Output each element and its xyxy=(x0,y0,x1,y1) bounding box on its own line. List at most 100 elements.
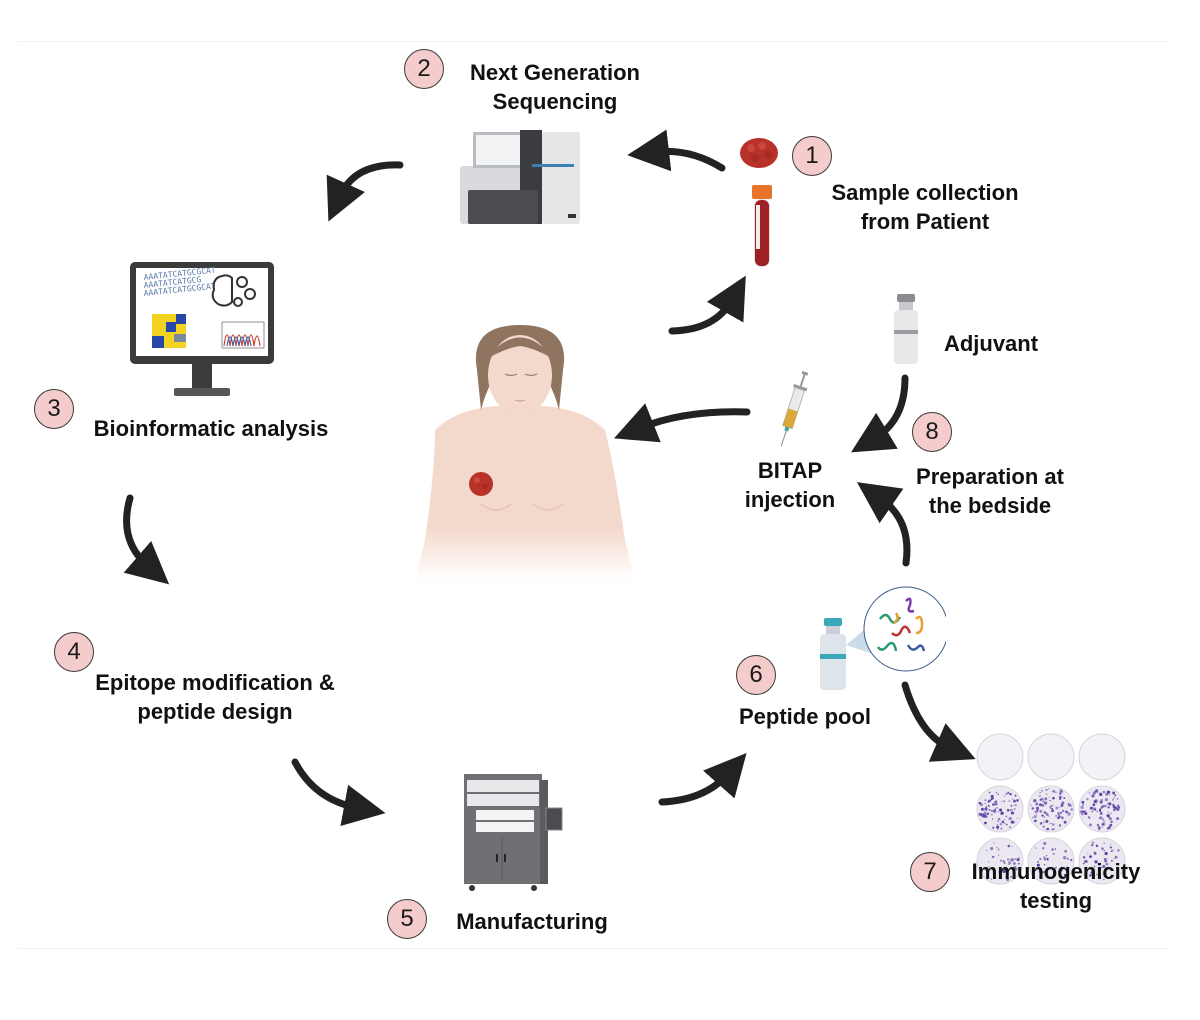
elispot-spot xyxy=(1112,806,1114,808)
elispot-spot xyxy=(1099,808,1101,810)
elispot-spot xyxy=(1082,803,1085,806)
elispot-spot xyxy=(1031,807,1034,810)
elispot-spot xyxy=(1106,803,1109,805)
elispot-spot xyxy=(1051,848,1054,851)
elispot-spot xyxy=(1070,858,1073,862)
elispot-spot xyxy=(1002,867,1006,871)
elispot-spot xyxy=(1003,862,1006,864)
elispot-spot xyxy=(1081,810,1085,813)
elispot-spot xyxy=(1041,814,1044,817)
step-7-label-line-1: Immunogenicity xyxy=(971,859,1141,884)
step-4-label: Epitope modification & peptide design xyxy=(80,668,350,726)
elispot-spot xyxy=(1052,789,1055,793)
elispot-spot xyxy=(1112,803,1115,807)
heatmap-icon xyxy=(152,314,186,348)
elispot-well-plate xyxy=(976,733,1126,887)
elispot-spot xyxy=(984,807,988,811)
elispot-spot xyxy=(1033,815,1037,819)
elispot-spot xyxy=(1066,857,1069,860)
elispot-spot xyxy=(1044,828,1046,830)
elispot-spot xyxy=(1036,860,1039,863)
arrow-5-to-6 xyxy=(658,753,747,806)
adjuvant-vial-icon xyxy=(894,294,918,364)
elispot-spot xyxy=(1067,812,1071,816)
elispot-spot xyxy=(1046,854,1048,857)
elispot-spot xyxy=(999,822,1002,826)
elispot-spot xyxy=(1046,813,1049,817)
elispot-spot xyxy=(978,801,982,805)
step-3-label-line-1: Bioinformatic analysis xyxy=(93,416,329,441)
step-4-badge: 4 xyxy=(54,632,94,672)
elispot-spot xyxy=(1045,788,1048,791)
elispot-spot xyxy=(1104,804,1107,808)
elispot-spot xyxy=(997,793,1000,796)
elispot-spot xyxy=(1103,878,1105,881)
elispot-spot xyxy=(1036,808,1039,812)
elispot-spot xyxy=(1102,865,1106,868)
elispot-spot xyxy=(1107,806,1110,809)
tumor-sample-icon xyxy=(740,138,778,168)
elispot-spot xyxy=(1036,863,1040,867)
elispot-spot xyxy=(990,846,994,851)
elispot-spot xyxy=(1042,800,1045,803)
step-7-label: Immunogenicity testing xyxy=(960,857,1152,915)
elispot-spot xyxy=(996,807,998,809)
elispot-spot xyxy=(1092,803,1096,807)
elispot-spot xyxy=(994,800,997,804)
elispot-spot xyxy=(1061,801,1065,805)
elispot-spot xyxy=(1102,818,1104,821)
elispot-spot xyxy=(988,861,990,863)
elispot-spot xyxy=(1117,849,1120,852)
elispot-spot xyxy=(1090,843,1094,847)
elispot-spot xyxy=(986,875,988,878)
elispot-spot xyxy=(1001,820,1005,824)
elispot-spot xyxy=(1055,791,1057,793)
elispot-spot xyxy=(1000,827,1003,830)
elispot-spot xyxy=(988,805,991,808)
elispot-spot xyxy=(1115,806,1117,808)
elispot-well xyxy=(1027,733,1075,781)
elispot-spot xyxy=(1105,866,1109,871)
elispot-spot xyxy=(989,800,991,802)
step-2-label-line-2: Sequencing xyxy=(492,89,618,114)
elispot-spot xyxy=(991,818,994,820)
elispot-spot xyxy=(1042,825,1045,828)
elispot-spot xyxy=(1084,812,1088,816)
step-8-label-line-1: Preparation at xyxy=(916,464,1064,489)
elispot-spot xyxy=(1058,824,1062,827)
elispot-spot xyxy=(1013,799,1016,803)
elispot-spot xyxy=(1016,857,1020,862)
elispot-spot xyxy=(1110,812,1112,814)
elispot-spot xyxy=(1055,815,1057,817)
step-1-label-line-1: Sample collection xyxy=(831,180,1019,205)
elispot-spot xyxy=(992,803,995,806)
elispot-spot xyxy=(1095,844,1099,848)
elispot-spot xyxy=(997,820,999,823)
elispot-spot xyxy=(1015,867,1018,871)
elispot-spot xyxy=(1061,809,1065,813)
elispot-spot xyxy=(997,817,1001,821)
elispot-spot xyxy=(1006,878,1010,882)
elispot-spot xyxy=(1095,790,1098,793)
chromatogram-icon xyxy=(221,321,265,349)
elispot-spot xyxy=(1109,843,1111,845)
elispot-spot xyxy=(1003,800,1006,803)
elispot-spot xyxy=(984,802,986,805)
elispot-well xyxy=(976,733,1024,781)
elispot-spot xyxy=(1059,806,1061,809)
elispot-spot xyxy=(1010,876,1013,879)
elispot-spot xyxy=(1096,823,1100,827)
elispot-spot xyxy=(1091,810,1094,813)
elispot-spot xyxy=(1051,828,1054,831)
elispot-spot xyxy=(999,859,1002,862)
elispot-spot xyxy=(1103,820,1105,822)
elispot-spot xyxy=(1116,798,1119,800)
elispot-spot xyxy=(980,807,984,811)
step-2-label-line-1: Next Generation xyxy=(470,60,640,85)
elispot-spot xyxy=(994,803,996,806)
elispot-spot xyxy=(1042,847,1045,850)
elispot-spot xyxy=(999,873,1002,876)
elispot-spot xyxy=(1103,842,1106,845)
elispot-spot xyxy=(980,814,983,817)
elispot-spot xyxy=(993,842,995,844)
